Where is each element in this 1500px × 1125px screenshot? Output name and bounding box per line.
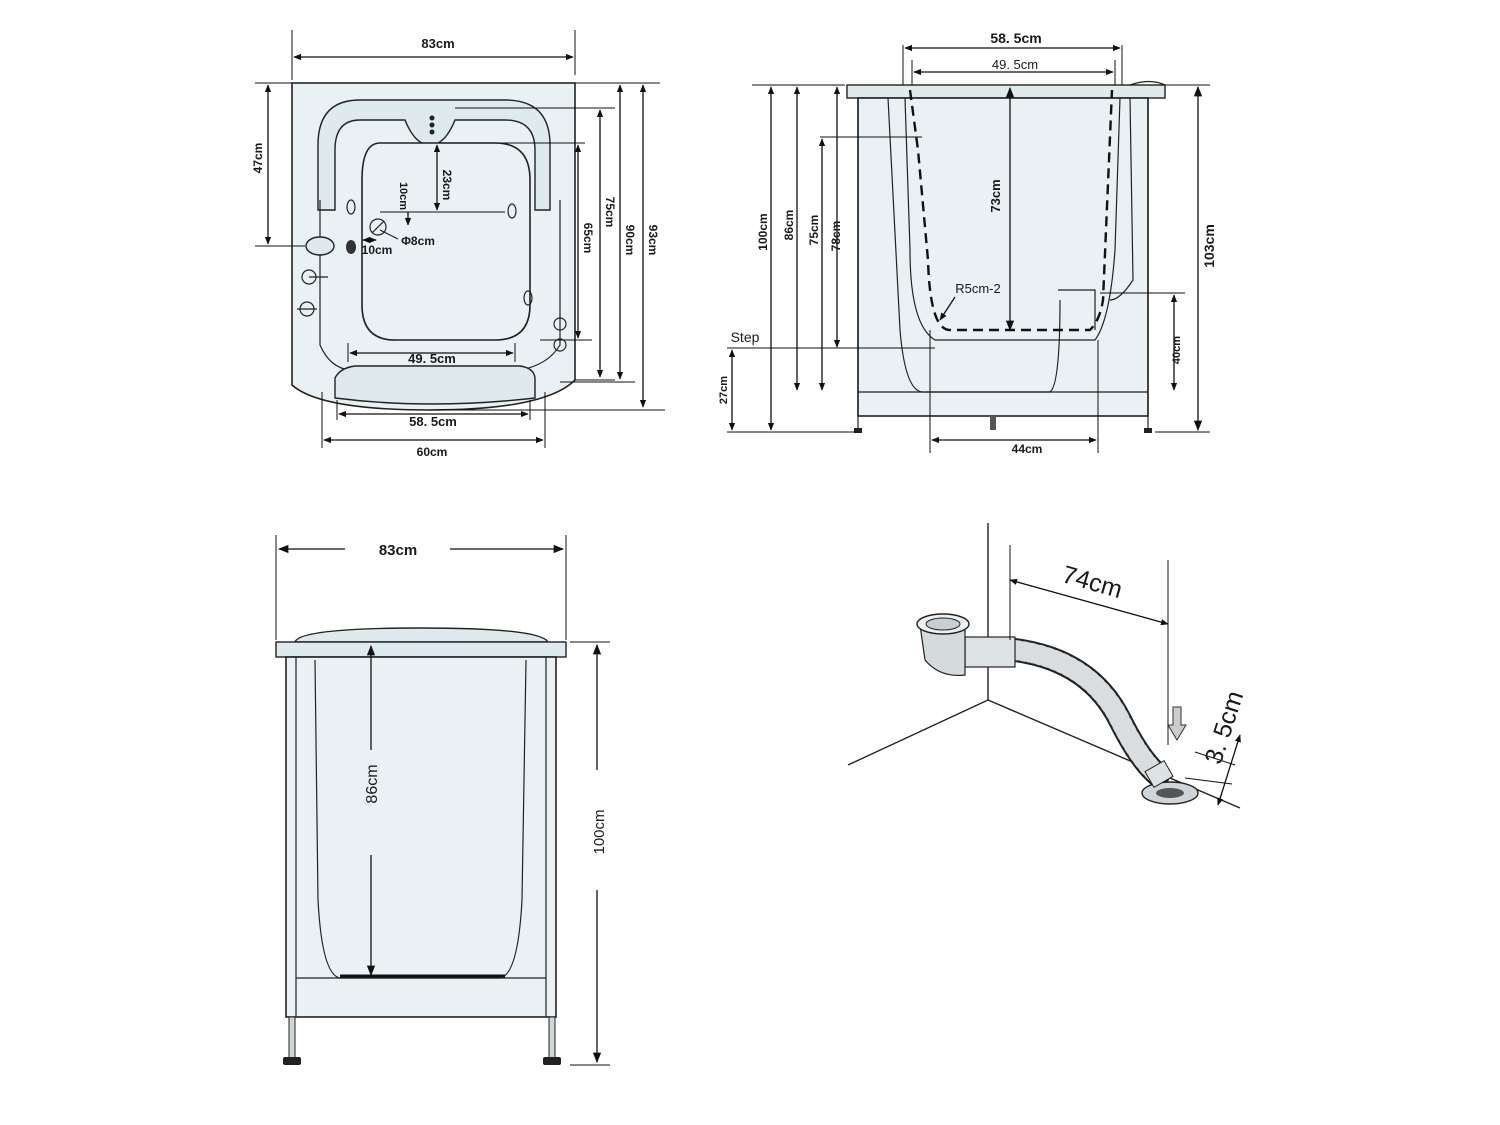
dim-door-width: 58. 5cm xyxy=(409,414,457,429)
side-view-tub-wall xyxy=(904,97,1121,341)
dim-front-inner-86: 86cm xyxy=(364,764,381,803)
dim-front-height-100: 100cm xyxy=(591,809,608,854)
top-view-inner-well xyxy=(361,142,531,341)
dim-front-width: 83cm xyxy=(379,542,417,559)
dim-drain-74: 74cm xyxy=(1059,560,1125,604)
front-view-cap xyxy=(294,627,550,643)
dim-step-height: 27cm xyxy=(718,376,730,404)
dim-diameter-8: Φ8cm xyxy=(401,234,435,248)
front-view-body xyxy=(285,656,557,1018)
arrow-down-icon xyxy=(1167,706,1187,741)
dim-side-78: 78cm xyxy=(829,221,843,252)
dim-10-horizontal: 10cm xyxy=(362,243,393,257)
dim-side-top-width: 58. 5cm xyxy=(990,30,1041,46)
dim-bottom-44: 44cm xyxy=(1012,442,1043,456)
jet-icon xyxy=(523,290,533,306)
button-icon xyxy=(553,338,567,352)
dim-65: 65cm xyxy=(581,223,595,254)
dim-inner-width: 49. 5cm xyxy=(408,351,456,366)
jet-icon xyxy=(346,199,356,215)
side-view-rim xyxy=(846,84,1166,99)
dim-top-width: 83cm xyxy=(421,36,454,51)
dim-90: 90cm xyxy=(623,225,637,256)
side-view: 58. 5cm 49. 5cm 100cm 86cm 75cm 78cm Ste… xyxy=(718,30,1217,456)
dim-side-inner-width: 49. 5cm xyxy=(992,57,1038,72)
jet-dot-icon xyxy=(429,115,435,121)
label-radius: R5cm-2 xyxy=(955,281,1001,296)
dim-front-width: 60cm xyxy=(417,445,448,459)
dim-10-vertical: 10cm xyxy=(397,182,409,210)
handle-icon xyxy=(346,240,356,254)
jet-dot-icon xyxy=(429,122,435,128)
jet-dot-icon xyxy=(429,129,435,135)
top-view: 83cm 47cm 75cm 90cm 93cm 65cm 23cm 10cm … xyxy=(251,30,665,459)
jet-icon xyxy=(507,203,517,219)
dim-side-100: 100cm xyxy=(756,213,770,250)
faucet-icon xyxy=(305,236,335,256)
dim-side-75: 75cm xyxy=(807,215,821,246)
front-view: 83cm 86cm 100cm xyxy=(275,535,610,1066)
dim-side-86: 86cm xyxy=(782,210,796,241)
dim-47: 47cm xyxy=(251,143,265,174)
drain-view: 74cm 3. 5cm xyxy=(847,523,1249,809)
top-view-rim xyxy=(317,99,551,211)
dim-93: 93cm xyxy=(646,225,660,256)
side-view-dashed-profile xyxy=(908,89,1114,332)
drain-icon xyxy=(369,218,387,236)
label-step: Step xyxy=(731,329,760,345)
dim-seat-40: 40cm xyxy=(1171,336,1183,364)
front-view-rim xyxy=(275,641,567,658)
dim-23: 23cm xyxy=(440,170,454,201)
button-icon xyxy=(553,317,567,331)
dim-total-height: 103cm xyxy=(1201,224,1217,268)
top-view-step xyxy=(334,365,536,405)
dim-75: 75cm xyxy=(603,197,617,228)
dim-inner-depth-73: 73cm xyxy=(988,179,1003,212)
dim-drain-3-5: 3. 5cm xyxy=(1199,688,1249,768)
